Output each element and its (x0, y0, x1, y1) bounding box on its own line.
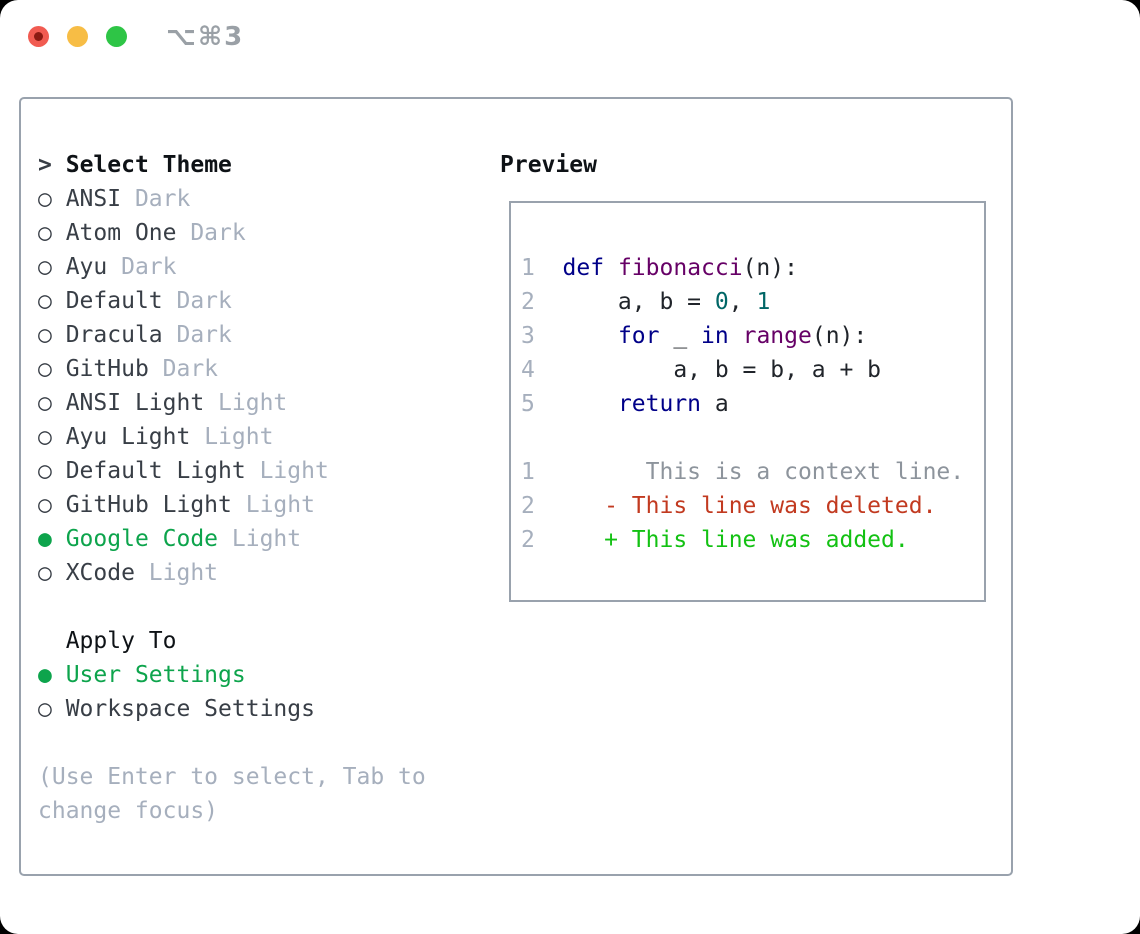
theme-name: Ayu (65, 254, 122, 280)
help-text: (Use Enter to select, Tab to change focu… (38, 764, 426, 824)
theme-name: GitHub Light (65, 492, 246, 518)
theme-option-default-light[interactable]: ○ Default Light Light (38, 454, 488, 488)
radio-icon: ○ (38, 254, 66, 280)
theme-variant-tag: Dark (190, 220, 246, 246)
theme-name: Atom One (65, 220, 191, 246)
theme-name: Dracula (65, 322, 177, 348)
theme-variant-tag: Dark (176, 288, 232, 314)
theme-option-ansi-light[interactable]: ○ ANSI Light Light (38, 386, 488, 420)
spacer (38, 590, 488, 624)
radio-icon: ○ (38, 356, 66, 382)
zoom-button[interactable] (106, 26, 127, 47)
radio-icon: ○ (38, 560, 66, 586)
theme-name: XCode (65, 560, 149, 586)
code-line: 2 a, b = 0, 1 (521, 289, 771, 315)
diff-line: 1 This is a context line. (521, 459, 965, 485)
spacer (38, 726, 488, 760)
apply-option-label: Workspace Settings (65, 696, 315, 722)
apply-option-user-settings[interactable]: ● User Settings (38, 658, 488, 692)
line-number: 5 (521, 391, 563, 417)
theme-option-atom-one-dark[interactable]: ○ Atom One Dark (38, 216, 488, 250)
minimize-button[interactable] (67, 26, 88, 47)
radio-icon: ○ (38, 458, 66, 484)
apply-option-label: User Settings (65, 662, 246, 688)
line-number: 3 (521, 323, 563, 349)
theme-list: > Select Theme ○ ANSI Dark○ Atom One Dar… (38, 148, 488, 828)
theme-variant-tag: Dark (121, 254, 177, 280)
cursor-icon: > (38, 152, 52, 178)
code-preview: 1 def fibonacci(n): 2 a, b = 0, 1 3 for _ … (521, 251, 974, 421)
line-number: 2 (521, 493, 563, 519)
radio-icon: ○ (38, 696, 66, 722)
radio-icon: ○ (38, 492, 66, 518)
diff-line: 2 + This line was added. (521, 527, 909, 553)
window-title-shortcut: ⌥⌘3 (166, 22, 245, 52)
main-panel: > Select Theme ○ ANSI Dark○ Atom One Dar… (19, 97, 1013, 876)
theme-list-header: > Select Theme (38, 152, 232, 178)
theme-variant-tag: Light (245, 492, 315, 518)
close-button[interactable] (28, 26, 49, 47)
apply-option-workspace-settings[interactable]: ○ Workspace Settings (38, 692, 488, 726)
line-number: 2 (521, 289, 563, 315)
apply-to-header: Apply To (65, 628, 177, 654)
theme-option-google-code[interactable]: ● Google Code Light (38, 522, 488, 556)
code-line: 3 for _ in range(n): (521, 323, 868, 349)
radio-icon: ○ (38, 322, 66, 348)
spacer (521, 421, 974, 455)
diff-line: 2 - This line was deleted. (521, 493, 937, 519)
diff-preview: 1 This is a context line. 2 - This line w… (521, 455, 974, 557)
code-line: 4 a, b = b, a + b (521, 357, 882, 383)
preview-box: 1 def fibonacci(n): 2 a, b = 0, 1 3 for _ … (509, 201, 986, 602)
theme-option-ayu-dark[interactable]: ○ Ayu Dark (38, 250, 488, 284)
theme-options: ○ ANSI Dark○ Atom One Dark○ Ayu Dark○ De… (38, 182, 488, 590)
theme-option-ayu-light[interactable]: ○ Ayu Light Light (38, 420, 488, 454)
radio-icon: ● (38, 526, 66, 552)
line-number: 4 (521, 357, 563, 383)
theme-variant-tag: Light (231, 526, 302, 552)
theme-variant-tag: Light (204, 424, 274, 450)
theme-name: Default Light (65, 458, 260, 484)
theme-variant-tag: Dark (176, 322, 232, 348)
radio-icon: ● (38, 662, 66, 688)
titlebar: ⌥⌘3 (0, 0, 1140, 72)
theme-variant-tag: Light (148, 560, 219, 586)
apply-to-options: ● User Settings○ Workspace Settings (38, 658, 488, 726)
radio-icon: ○ (38, 186, 66, 212)
theme-variant-tag: Light (259, 458, 329, 484)
theme-name: Google Code (65, 526, 232, 552)
preview-header: Preview (500, 152, 597, 178)
theme-option-ansi-dark[interactable]: ○ ANSI Dark (38, 182, 488, 216)
theme-variant-tag: Light (218, 390, 288, 416)
theme-option-github-dark[interactable]: ○ GitHub Dark (38, 352, 488, 386)
radio-icon: ○ (38, 220, 66, 246)
theme-name: Default (65, 288, 177, 314)
theme-option-dracula-dark[interactable]: ○ Dracula Dark (38, 318, 488, 352)
radio-icon: ○ (38, 424, 66, 450)
theme-name: ANSI Light (65, 390, 219, 416)
code-line: 5 return a (521, 391, 729, 417)
line-number: 1 (521, 255, 563, 281)
theme-name: ANSI (65, 186, 135, 212)
theme-variant-tag: Dark (134, 186, 191, 212)
radio-icon: ○ (38, 390, 66, 416)
theme-name: Ayu Light (65, 424, 205, 450)
code-line: 1 def fibonacci(n): (521, 255, 798, 281)
theme-option-github-light[interactable]: ○ GitHub Light Light (38, 488, 488, 522)
theme-option-xcode[interactable]: ○ XCode Light (38, 556, 488, 590)
modified-indicator-icon (34, 32, 43, 41)
theme-name: GitHub (65, 356, 163, 382)
line-number: 2 (521, 527, 563, 553)
theme-variant-tag: Dark (162, 356, 219, 382)
line-number: 1 (521, 459, 563, 485)
radio-icon: ○ (38, 288, 66, 314)
theme-option-default-dark[interactable]: ○ Default Dark (38, 284, 488, 318)
